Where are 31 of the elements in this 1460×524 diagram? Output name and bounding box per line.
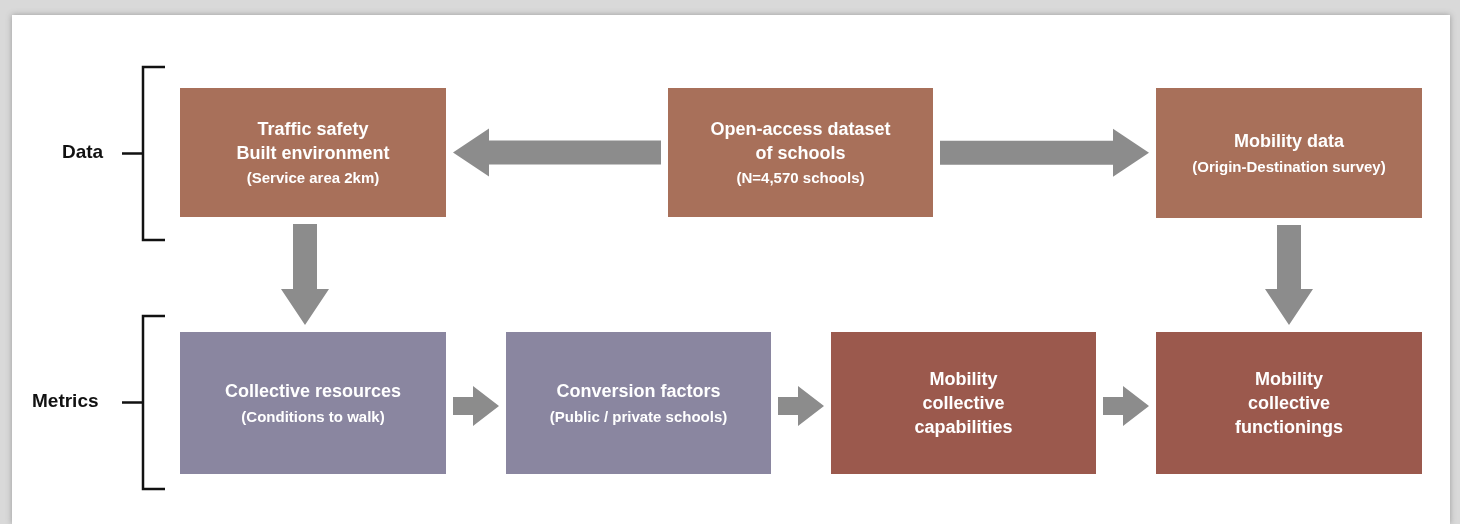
box-text: Mobility	[929, 367, 998, 391]
box-text: (N=4,570 schools)	[736, 168, 865, 189]
box-text: Collective resources	[224, 380, 402, 404]
box-text: (Conditions to walk)	[241, 406, 385, 427]
box-text: collective functionings	[1234, 391, 1344, 440]
box-text: (Origin-Destination survey)	[1192, 156, 1386, 177]
process-box	[1156, 88, 1422, 218]
block-arrow	[940, 128, 1149, 177]
box-text: Mobility data	[1234, 130, 1344, 154]
row-label: Metrics	[32, 390, 99, 412]
box-text: Built environment	[236, 141, 390, 165]
block-arrow	[778, 386, 824, 426]
block-arrow	[281, 224, 329, 325]
block-arrow	[1265, 225, 1313, 325]
box-text: collective capabilities	[913, 391, 1014, 440]
block-arrow	[453, 128, 661, 177]
process-box	[668, 88, 933, 217]
box-text: Open-access dataset of schools	[709, 117, 892, 165]
box-text: Conversion factors	[556, 380, 721, 404]
box-text: (Public / private schools)	[549, 406, 728, 427]
process-box	[180, 332, 446, 474]
box-text: (Service area 2km)	[246, 168, 380, 189]
row-label: Data	[62, 141, 104, 163]
box-text: Mobility	[1255, 367, 1323, 391]
process-box	[1156, 332, 1422, 474]
block-arrow	[1103, 386, 1149, 426]
process-box	[831, 332, 1096, 474]
process-box	[180, 88, 446, 217]
box-text: Traffic safety	[257, 117, 369, 141]
block-arrow	[453, 386, 499, 426]
process-box	[506, 332, 771, 474]
